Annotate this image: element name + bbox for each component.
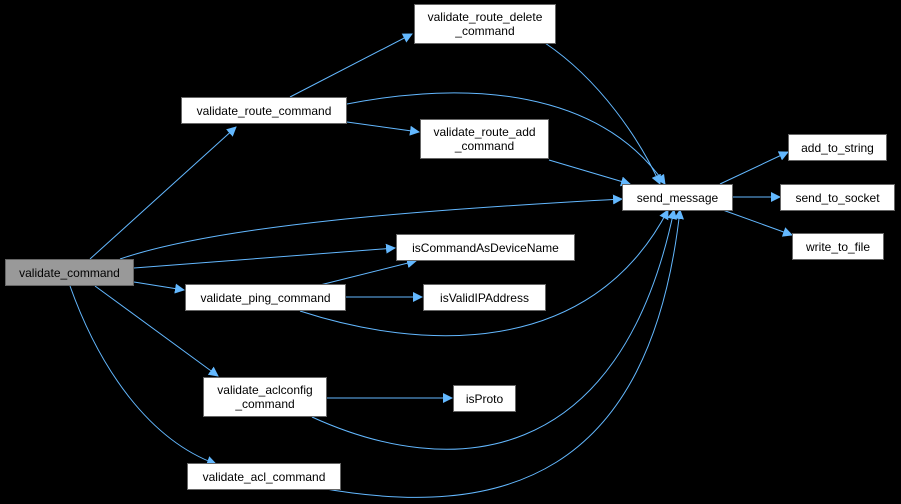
node-validate_route_command[interactable]: validate_route_command [181, 97, 347, 124]
node-validate_ping_command[interactable]: validate_ping_command [185, 284, 346, 311]
node-label: validate_route_delete _command [427, 10, 543, 38]
node-label: validate_ping_command [200, 290, 331, 305]
edge-validate_command-to-isCommandAsDeviceName [133, 243, 396, 269]
node-add_to_string[interactable]: add_to_string [788, 134, 887, 161]
node-label: validate_aclconfig _command [217, 383, 313, 411]
node-isCommandAsDeviceName[interactable]: isCommandAsDeviceName [396, 234, 575, 261]
node-label: send_message [636, 190, 719, 205]
edge-send_message-to-write_to_file [719, 208, 793, 237]
node-label: validate_acl_command [202, 469, 326, 484]
edge-validate_command-to-validate_route_command [89, 126, 237, 260]
edge-validate_route_add_command-to-send_message [548, 159, 631, 187]
node-label: isValidIPAddress [440, 290, 529, 305]
node-label: validate_route_add _command [433, 125, 536, 153]
node-label: validate_command [19, 265, 120, 280]
edge-validate_route_command-to-validate_route_add_command [346, 121, 420, 136]
edge-validate_command-to-validate_ping_command [133, 281, 185, 294]
node-label: validate_route_command [196, 103, 332, 118]
node-isProto[interactable]: isProto [453, 385, 516, 412]
edge-validate_ping_command-to-isCommandAsDeviceName [319, 258, 417, 286]
edge-validate_route_command-to-send_message [346, 92, 666, 185]
node-validate_acl_command[interactable]: validate_acl_command [187, 463, 341, 490]
node-label: write_to_file [805, 239, 871, 254]
node-validate_command[interactable]: validate_command [5, 259, 134, 286]
edge-validate_ping_command-to-send_message [299, 209, 669, 337]
edge-validate_command-to-validate_aclconfig_command [94, 285, 219, 377]
node-isValidIPAddress[interactable]: isValidIPAddress [423, 284, 546, 311]
edge-validate_command-to-validate_acl_command [69, 285, 217, 466]
node-write_to_file[interactable]: write_to_file [792, 233, 884, 260]
edge-validate_acl_command-to-send_message [319, 209, 684, 498]
node-validate_route_add_command[interactable]: validate_route_add _command [420, 119, 549, 159]
edge-validate_route_delete_command-to-send_message [544, 42, 661, 185]
node-label: isCommandAsDeviceName [412, 240, 559, 255]
edge-validate_aclconfig_command-to-send_message [311, 209, 678, 450]
node-label: add_to_string [801, 140, 874, 155]
node-send_to_socket[interactable]: send_to_socket [780, 184, 895, 211]
node-label: isProto [465, 391, 504, 406]
edge-send_message-to-add_to_string [719, 151, 789, 185]
edge-validate_route_command-to-validate_route_delete_command [289, 33, 413, 98]
edge-validate_command-to-send_message [119, 194, 623, 260]
node-send_message[interactable]: send_message [622, 184, 733, 211]
node-label: send_to_socket [795, 190, 880, 205]
node-validate_aclconfig_command[interactable]: validate_aclconfig _command [203, 377, 327, 417]
node-validate_route_delete_command[interactable]: validate_route_delete _command [414, 4, 556, 44]
